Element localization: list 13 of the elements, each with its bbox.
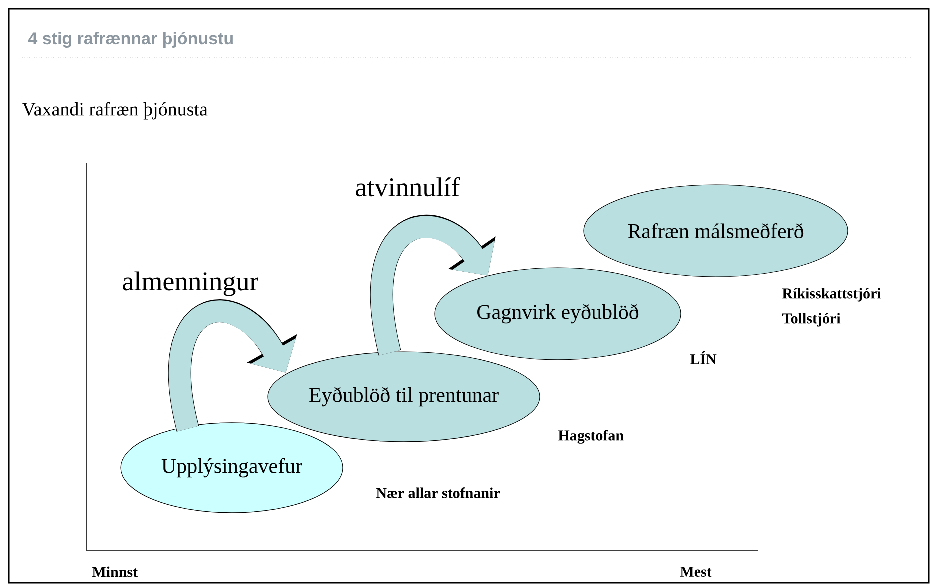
axis-label: Minnst xyxy=(92,566,138,578)
curved-arrow xyxy=(370,215,496,356)
agency-name: Nær allar stofnanir xyxy=(376,488,500,498)
agency-name: Tollstjóri xyxy=(782,313,841,327)
caption-text: Vaxandi rafræn þjónusta xyxy=(22,102,208,120)
slide-title: 4 stig rafrænnar þjónustu xyxy=(28,32,233,48)
axis-label: Mest xyxy=(680,567,712,577)
group-label: almenningur xyxy=(123,272,258,296)
curved-arrow xyxy=(168,300,298,432)
agency-name: Ríkisskattstjóri xyxy=(782,288,882,302)
agency-name: LÍN xyxy=(690,352,717,364)
agency-name: Hagstofan xyxy=(558,430,624,444)
group-label: atvinnulíf xyxy=(356,177,460,197)
